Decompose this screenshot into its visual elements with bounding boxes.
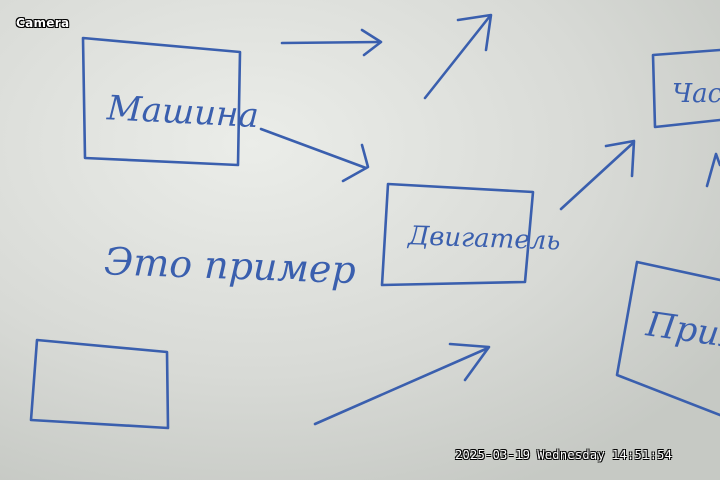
timestamp-time: 14:51:54 (611, 448, 673, 462)
box-mashina-label: Машина (105, 88, 260, 136)
box-chast-frame (651, 48, 720, 129)
arrow-bottom-diagonal (313, 342, 491, 426)
arrow-top-horizontal (280, 28, 383, 57)
arrow-top-diagonal (423, 13, 493, 100)
box-dvigatel-label: Двигатель (407, 221, 561, 256)
arrow-right-up-partial (705, 152, 720, 188)
box-empty-frame (29, 338, 170, 430)
arrow-dvigatel-to-chast (559, 139, 636, 211)
box-dvigatel-frame (380, 182, 535, 287)
timestamp-weekday: Wednesday (537, 448, 605, 462)
whiteboard-caption: Это пример (103, 239, 356, 292)
arrow-mashina-to-dvigatel (259, 127, 370, 183)
camera-timestamp: 2025-03-19 Wednesday 14:51:54 (455, 448, 672, 462)
box-prim-frame (615, 260, 720, 417)
camera-label: Camera (16, 16, 70, 30)
box-chast-label: Част (672, 79, 720, 109)
timestamp-date: 2025-03-19 (455, 448, 531, 462)
box-mashina-frame (81, 36, 242, 167)
